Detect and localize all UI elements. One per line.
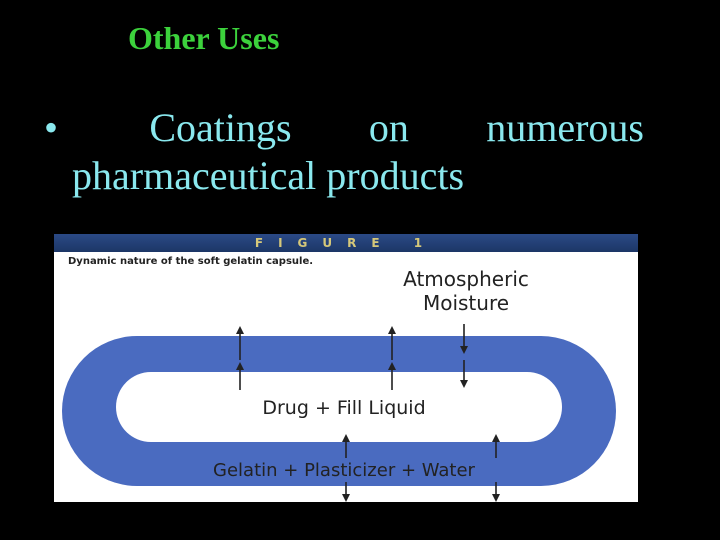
bullet-line-2: pharmaceutical products xyxy=(72,153,465,198)
label-atmospheric: Atmospheric xyxy=(403,267,529,291)
label-moisture: Moisture xyxy=(423,291,509,315)
figure-header: FIGURE 1 xyxy=(254,236,438,250)
label-shell-composition: Gelatin + Plasticizer + Water xyxy=(213,460,476,481)
capsule-inner xyxy=(116,372,562,442)
bullet-item: • Coatings on numerous pharmaceutical pr… xyxy=(44,104,644,200)
bullet-word-on: on xyxy=(368,105,409,150)
capsule-diagram: Atmospheric Moisture Drug + Fill Liquid … xyxy=(62,267,616,502)
capsule-figure: FIGURE 1 Dynamic nature of the soft gela… xyxy=(54,234,638,502)
bullet-marker: • xyxy=(44,105,59,150)
figure-caption: Dynamic nature of the soft gelatin capsu… xyxy=(68,256,314,267)
figure-header-bar xyxy=(54,234,638,252)
label-drug-fill: Drug + Fill Liquid xyxy=(262,397,425,419)
bullet-word-coatings: Coatings xyxy=(149,105,292,150)
bullet-word-numerous: numerous xyxy=(486,105,644,150)
slide-title: Other Uses xyxy=(128,20,280,56)
